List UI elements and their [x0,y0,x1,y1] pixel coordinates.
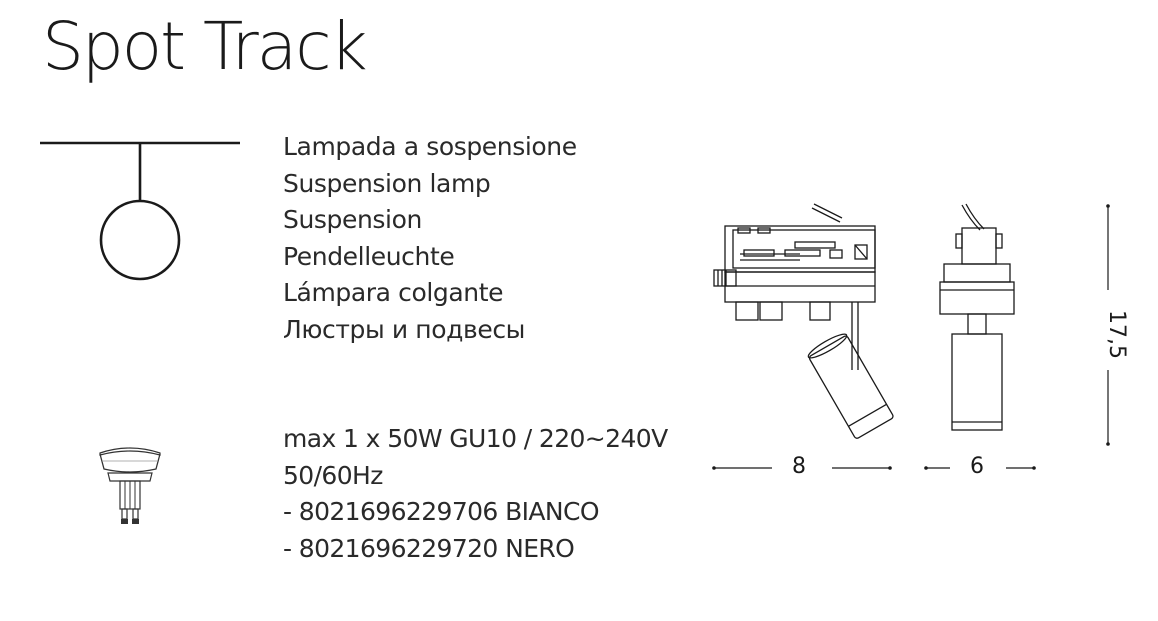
description-line-es: Lámpara colgante [283,278,504,308]
dimension-depth-label: 6 [970,454,984,479]
description-line-fr: Suspension [283,205,422,235]
spec-frequency: 50/60Hz [283,460,383,490]
spec-code-black: - 8021696229720 NERO [283,533,575,563]
dimension-ticks [712,204,1110,470]
pendant-lamp-icon [40,141,240,281]
dimension-width-label: 8 [792,454,806,479]
spec-code-white: - 8021696229706 BIANCO [283,497,600,527]
description-list: Lampada a sospensione Suspension lamp Su… [283,129,577,349]
description-line-it: Lampada a sospensione [283,132,577,161]
dimension-lines [714,206,1109,469]
description-line-de: Pendelleuchte [283,241,455,271]
technical-drawing [712,203,1110,470]
front-view-drawing [939,203,1015,431]
description-line-ru: Люстры и подвесы [283,314,526,344]
side-view-drawing [713,203,894,439]
dimension-height-label: 17,5 [1104,310,1129,359]
spec-power: max 1 x 50W GU10 / 220~240V [283,424,668,453]
page-title: Spot Track [42,8,368,85]
specs-list: max 1 x 50W GU10 / 220~240V 50/60Hz - 80… [283,421,668,567]
description-line-en: Suspension lamp [283,168,491,198]
gu10-bulb-icon [99,447,161,524]
